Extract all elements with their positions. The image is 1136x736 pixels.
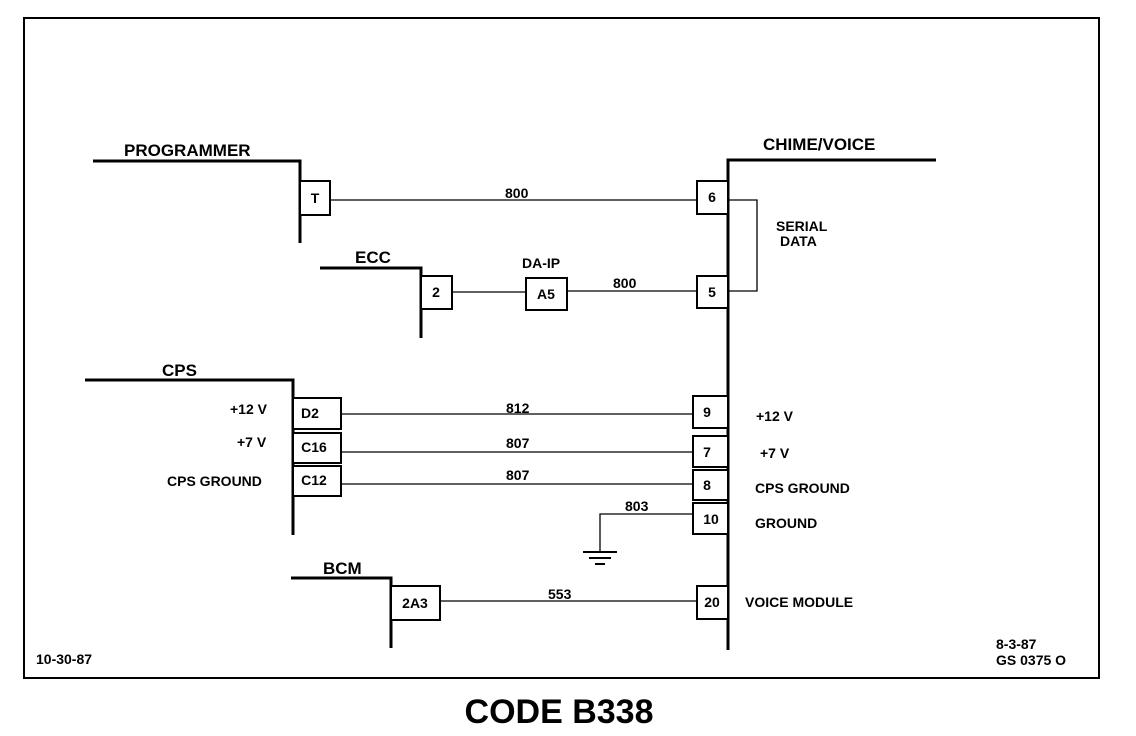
pin-chime-20: 20 [704, 594, 720, 610]
bcm-label: BCM [323, 559, 362, 578]
da-ip-box [525, 277, 568, 311]
programmer-bus [93, 159, 302, 243]
ground-symbol-icon [583, 551, 617, 565]
pin-box-ecc-2 [420, 275, 453, 310]
cps-12v-label: +12 V [230, 401, 268, 417]
chime-voice-module-label: VOICE MODULE [745, 594, 853, 610]
cps-ground-label: CPS GROUND [167, 473, 262, 489]
wire-label-bcm-2a3: 553 [548, 586, 572, 602]
serial-data-label-line1: SERIAL [776, 218, 828, 234]
wire-label-ground: 803 [625, 498, 649, 514]
pin-chime-9: 9 [703, 404, 711, 420]
wire-label-ecc-2: 800 [613, 275, 637, 291]
da-ip-pin: A5 [537, 286, 555, 302]
pin-chime-7: 7 [703, 444, 711, 460]
cps-label: CPS [162, 361, 197, 380]
bcm-bus [291, 576, 393, 648]
programmer-label: PROGRAMMER [124, 141, 251, 160]
bcm-module: BCM [291, 559, 393, 648]
chime-7v-label: +7 V [760, 445, 790, 461]
diagram-title: CODE B338 [465, 693, 654, 731]
ecc-label: ECC [355, 248, 391, 267]
pin-programmer-t: T [311, 190, 320, 206]
pin-bcm-2a3: 2A3 [402, 595, 428, 611]
diagram-frame [23, 17, 1100, 679]
wire-label-programmer-t: 800 [505, 185, 529, 201]
chime-ground-label: GROUND [755, 515, 817, 531]
pin-box-chime-6 [696, 180, 729, 215]
chime-voice-bus [726, 158, 936, 650]
pin-cps-c16: C16 [301, 439, 327, 455]
programmer-module: PROGRAMMER [93, 141, 302, 243]
footer-ref: GS 0375 O [996, 652, 1066, 668]
pin-box-cps-c12 [292, 465, 342, 497]
pin-box-cps-c16 [292, 432, 342, 464]
wire-ground [599, 513, 693, 552]
pin-ecc-2: 2 [432, 284, 440, 300]
pin-chime-10: 10 [703, 511, 719, 527]
footer-date-right: 8-3-87 [996, 636, 1037, 652]
pin-box-chime-8 [692, 469, 729, 501]
wire-label-cps-ground: 807 [506, 467, 530, 483]
pin-cps-d2: D2 [301, 405, 319, 421]
cps-module: CPS +12 V +7 V CPS GROUND [85, 361, 295, 535]
da-ip-label: DA-IP [522, 255, 560, 271]
pin-box-bcm-2a3 [390, 585, 441, 621]
chime-cps-ground-label: CPS GROUND [755, 480, 850, 496]
pin-box-cps-d2 [292, 397, 342, 430]
chime-12v-label: +12 V [756, 408, 794, 424]
cps-7v-label: +7 V [237, 434, 267, 450]
pin-cps-c12: C12 [301, 472, 327, 488]
pin-box-chime-20 [696, 585, 729, 620]
wire-label-cps-7v: 807 [506, 435, 530, 451]
pin-box-chime-9 [692, 395, 729, 429]
serial-data-bracket [728, 199, 758, 292]
chime-voice-module: CHIME/VOICE [726, 135, 936, 650]
serial-data-label-line2: DATA [780, 233, 817, 249]
chime-voice-label: CHIME/VOICE [763, 135, 875, 154]
pin-chime-5: 5 [708, 284, 716, 300]
pin-box-chime-10 [692, 502, 729, 535]
ecc-module: ECC [320, 248, 423, 338]
pin-box-chime-7 [692, 435, 729, 468]
pin-chime-6: 6 [708, 189, 716, 205]
footer-date-left: 10-30-87 [36, 651, 92, 667]
ecc-bus [320, 266, 423, 338]
pin-chime-8: 8 [703, 477, 711, 493]
pin-box-chime-5 [696, 275, 729, 309]
wire-label-cps-12v: 812 [506, 400, 530, 416]
pin-box-programmer-t [299, 180, 331, 216]
